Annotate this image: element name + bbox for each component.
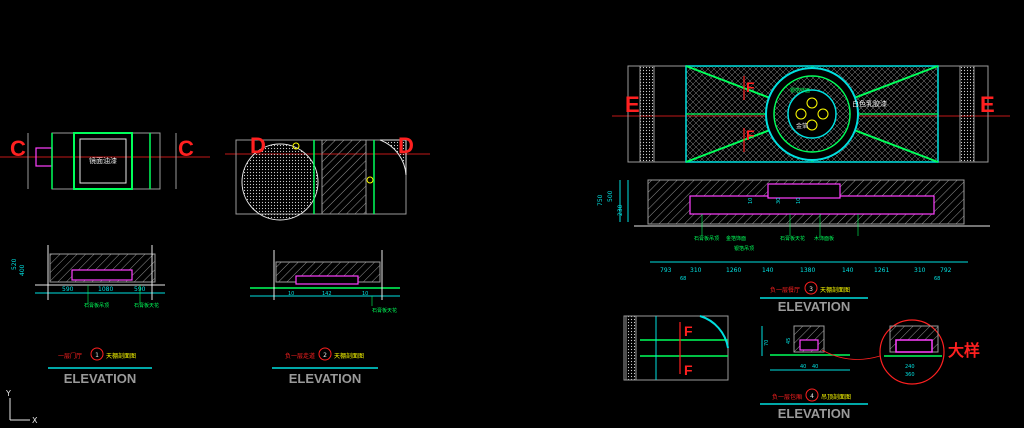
section-marker-f-plan-bottom: F [746, 127, 755, 143]
section-d-sheet-number: 2 [323, 352, 327, 359]
section-e-dim-2: 310 [690, 267, 702, 274]
section-e-elevation-label: ELEVATION [778, 299, 850, 314]
section-marker-c-left: C [10, 136, 26, 161]
section-e-dimension-labels: 793 310 1260 140 1380 140 1261 310 792 6… [660, 267, 952, 282]
section-c-title-cn: 一层门厅 [58, 352, 82, 360]
ucs-axis-icon: Y X [5, 389, 38, 425]
section-e-height-dim-1: 750 [597, 194, 604, 206]
section-e-dim-9: 792 [940, 267, 952, 274]
section-d-plan: D D [225, 133, 430, 221]
section-f-height-dim-1: 70 [764, 340, 770, 346]
section-f-small-dim-1: 40 [800, 364, 806, 370]
section-e-dim-3: 1260 [726, 267, 741, 274]
section-c-height-dim-2: 400 [19, 264, 26, 276]
section-c-title-suffix: 天棚剖面图 [106, 352, 136, 360]
section-f-height-dim-2: 45 [786, 338, 792, 344]
section-f-elevation-label: ELEVATION [778, 406, 850, 421]
section-marker-e-left: E [625, 92, 640, 117]
axis-y-label: Y [5, 389, 11, 398]
section-f-detail-dim-2: 360 [905, 372, 915, 378]
section-e-title-block: 负一层餐厅 3 天棚剖面图 ELEVATION [760, 281, 868, 314]
section-f-title-suffix: 吊顶剖面图 [821, 393, 851, 401]
section-e-sub-dim-2: 68 [934, 276, 940, 282]
section-marker-e-right: E [980, 92, 995, 117]
section-f-small-dim-2: 40 [812, 364, 818, 370]
section-c-sheet-number: 1 [95, 352, 99, 359]
section-f-title-cn: 负一层包厢 [772, 393, 802, 401]
section-c-elevation: 590 1080 590 520 400 石膏板吊顶 石膏板天花 [11, 245, 165, 309]
section-e-sec-dim-2: 30 [776, 198, 782, 204]
section-d-dim-2: 142 [322, 291, 332, 297]
section-marker-f-bottom: F [684, 362, 693, 378]
section-e-title-suffix: 天棚剖面图 [820, 286, 850, 294]
section-e-sub-dim-1: 68 [680, 276, 686, 282]
section-c-title-block: 一层门厅 1 天棚剖面图 ELEVATION [48, 347, 152, 386]
section-d-elevation: 10 142 10 石膏板天花 [250, 250, 400, 314]
section-c-dim-2: 1080 [98, 286, 113, 293]
section-e-callout-3: 石膏板天花 [780, 235, 805, 242]
section-marker-c-right: C [178, 136, 194, 161]
section-e-height-dim-2: 500 [607, 190, 614, 202]
section-d-title-cn: 负一层走道 [285, 352, 315, 360]
section-e-callout-2: 金箔饰面 [726, 235, 746, 242]
section-d-dim-3: 10 [362, 291, 368, 297]
section-e-height-dim-3: 230 [617, 204, 624, 216]
axis-x-label: X [32, 416, 38, 425]
section-e-callout-1: 石膏板吊顶 [694, 235, 719, 242]
section-e-callout-5: 银箔吊顶 [734, 245, 754, 252]
section-e-plan: F F 白色乳胶漆 银箔饰面 金箔 E E [612, 65, 1010, 163]
section-e-dim-5: 1380 [800, 267, 815, 274]
section-e-dim-6: 140 [842, 267, 854, 274]
section-marker-d-left: D [250, 133, 266, 158]
section-f-plan: F F [623, 315, 729, 381]
section-d-title-block: 负一层走道 2 天棚剖面图 ELEVATION [272, 347, 378, 386]
section-d-dim-1: 10 [288, 291, 294, 297]
section-c-plan-note: 镜面油漆 [89, 156, 117, 165]
section-f-detail-dim-1: 240 [905, 364, 915, 370]
section-e-dim-8: 310 [914, 267, 926, 274]
section-d-title-suffix: 天棚剖面图 [334, 352, 364, 360]
section-e-title-cn: 负一层餐厅 [770, 286, 800, 294]
section-f-sheet-number: 4 [810, 393, 814, 400]
section-c-height-dim-1: 520 [11, 258, 18, 270]
section-f-detail-label: 大样 [948, 341, 980, 360]
section-e-dim-7: 1261 [874, 267, 889, 274]
section-e-sec-dim-1: 10 [748, 198, 754, 204]
section-c-dim-1: 590 [62, 286, 74, 293]
section-c-elevation-label: ELEVATION [64, 371, 136, 386]
section-d-callout-1: 石膏板天花 [372, 307, 397, 314]
section-e-elevation: 750 500 230 10 30 10 石膏板吊顶 金箔饰面 石膏板天花 木饰… [597, 179, 990, 263]
section-e-plan-note-3: 金箔 [796, 122, 808, 130]
section-c-callout-2: 石膏板天花 [134, 302, 159, 309]
section-f-title-block: 负一层包厢 4 吊顶剖面图 ELEVATION [760, 388, 868, 421]
section-c-callout-1: 石膏板吊顶 [84, 302, 109, 309]
section-e-callout-4: 木饰面板 [814, 235, 834, 242]
section-f-elevation: 70 45 40 40 240 360 大样 [761, 319, 980, 385]
section-marker-d-right: D [398, 133, 414, 158]
section-e-sec-dim-3: 10 [796, 198, 802, 204]
section-e-dim-4: 140 [762, 267, 774, 274]
section-e-plan-note-1: 白色乳胶漆 [852, 99, 887, 108]
section-e-dim-1: 793 [660, 267, 672, 274]
section-d-elevation-label: ELEVATION [289, 371, 361, 386]
section-e-sheet-number: 3 [809, 286, 813, 293]
section-marker-f-top: F [684, 323, 693, 339]
section-e-plan-note-2: 银箔饰面 [790, 87, 810, 94]
section-c-plan: 镜面油漆 C C [0, 132, 210, 190]
section-marker-f-plan-top: F [746, 79, 755, 95]
